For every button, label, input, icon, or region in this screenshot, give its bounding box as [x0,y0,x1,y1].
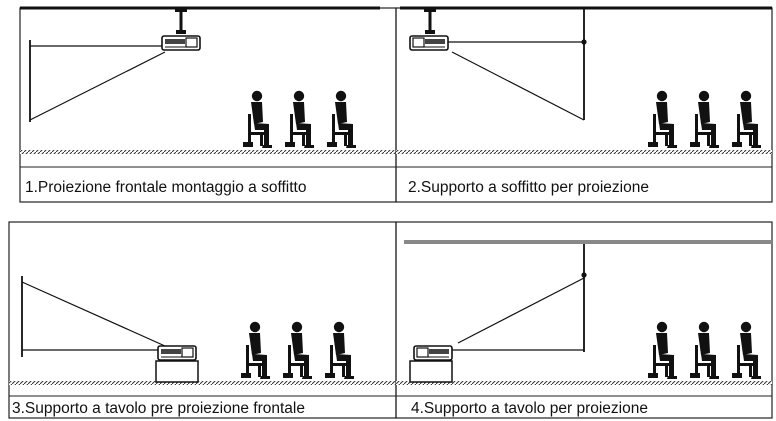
viewer [732,90,761,148]
screen-pivot [581,272,587,278]
floor [396,150,772,154]
panel-2: 2.Supporto a soffitto per proiezione [395,6,773,203]
viewer [283,321,312,379]
viewer [690,321,719,379]
viewer [732,321,761,379]
projector [409,35,449,51]
ceiling-mount [175,8,187,34]
ceiling-mount [424,8,436,34]
projector [157,345,197,361]
panel-4-frame [395,221,773,419]
projection-beam [451,51,585,121]
panel-caption: 4.Supporto a tavolo per proiezione [411,400,648,417]
viewer [648,90,677,148]
ceiling-bar [404,240,772,244]
projection-beam [21,281,166,347]
viewer [690,90,719,148]
table [155,360,199,383]
panel-4: 4.Supporto a tavolo per proiezione [395,221,773,419]
projection-beam [457,277,585,344]
viewer [648,321,677,379]
viewer [243,90,272,148]
panel-1: 1.Proiezione frontale montaggio a soffit… [19,6,397,203]
floor [396,381,772,385]
viewer [327,90,356,148]
projection-beam [29,51,166,121]
floor [20,150,396,154]
projector [161,35,201,51]
panel-3-frame [8,221,397,419]
floor [9,381,396,385]
panel-caption: 2.Supporto a soffitto per proiezione [408,179,649,196]
viewer [241,321,270,379]
panel-caption: 1.Proiezione frontale montaggio a soffit… [25,179,306,196]
panel-caption: 3.Supporto a tavolo pre proiezione front… [12,400,305,417]
viewer [325,321,354,379]
projector [413,345,453,361]
viewer [285,90,314,148]
panel-3: 3.Supporto a tavolo pre proiezione front… [8,221,397,419]
table [409,360,453,383]
